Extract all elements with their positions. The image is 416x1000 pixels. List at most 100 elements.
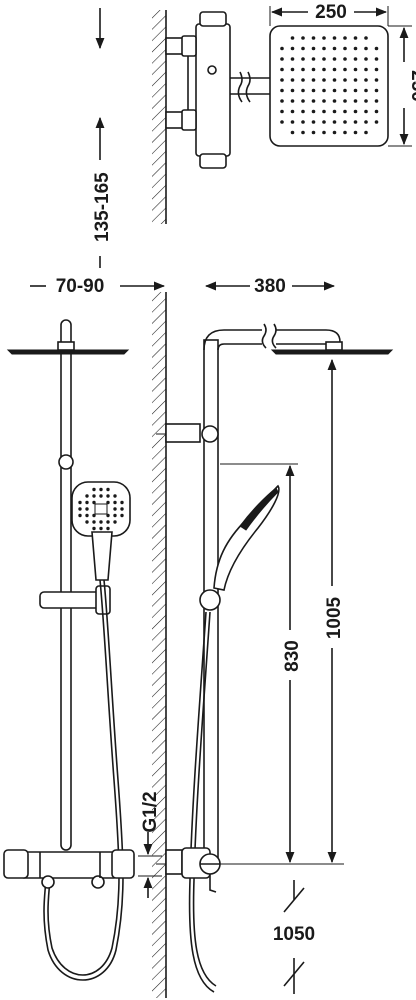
nozzle-dot — [311, 130, 316, 135]
shower-head-top-view — [269, 25, 389, 147]
nozzle-dot — [332, 57, 337, 61]
nozzle-dot — [301, 120, 305, 124]
hand-nozzle-dot — [106, 500, 110, 505]
front-hose — [43, 579, 124, 981]
wall-offset-label: 70-90 — [56, 276, 105, 297]
wall-hatch-main — [152, 292, 166, 998]
hand-nozzle-dot — [113, 507, 117, 511]
nozzle-dot — [311, 67, 316, 72]
arm-reach-label: 380 — [254, 276, 286, 297]
side-hand-shower-face — [239, 487, 279, 531]
nozzle-dot — [280, 88, 284, 93]
nozzle-dot — [290, 130, 295, 135]
side-arm-outer-2 — [276, 329, 341, 343]
nozzle-dot — [332, 88, 337, 93]
nozzle-dot — [290, 88, 295, 93]
nozzle-dot — [280, 120, 284, 124]
nozzle-dot — [343, 99, 347, 103]
nozzle-dot — [311, 78, 316, 82]
nozzle-dot — [322, 120, 326, 124]
nozzle-dot — [353, 120, 358, 124]
nozzle-dot — [311, 120, 316, 124]
front-mixer-foot-right — [91, 875, 105, 889]
nozzle-dot — [322, 99, 326, 103]
hand-nozzle-dot — [85, 500, 89, 505]
nozzle-dot — [301, 46, 305, 51]
hand-nozzle-dot — [120, 500, 124, 505]
mixer-height-label: 1050 — [273, 924, 315, 945]
nozzle-dot — [311, 109, 316, 114]
nozzle-dot — [343, 57, 347, 61]
nozzle-dot — [290, 57, 295, 61]
nozzle-dot — [280, 57, 284, 61]
nozzle-dot — [353, 36, 358, 40]
nozzle-dot — [301, 88, 305, 93]
nozzle-dot — [364, 120, 368, 124]
nozzle-dot — [301, 109, 305, 114]
nozzle-dot — [374, 99, 379, 103]
nozzle-dot — [280, 67, 284, 72]
holder-height-label: 830 — [282, 640, 303, 672]
hand-nozzle-dot — [92, 487, 96, 492]
side-head-mount — [325, 341, 343, 351]
hand-nozzle-dot — [85, 513, 89, 518]
side-wall-bracket — [165, 423, 201, 443]
front-mixer-knob-right — [111, 849, 135, 879]
nozzle-dot — [374, 46, 379, 51]
mixer-center-dot — [207, 65, 217, 75]
nozzle-dot — [290, 78, 295, 82]
nozzle-dot — [311, 46, 316, 51]
hand-nozzle-dot — [92, 500, 96, 505]
nozzle-dot — [280, 99, 284, 103]
nozzle-dot — [290, 120, 295, 124]
hand-nozzle-dot — [113, 520, 117, 524]
mixer-cap-top — [199, 11, 227, 27]
front-collar — [58, 454, 74, 470]
hand-shower-nozzles — [78, 487, 124, 531]
side-mixer-bracket — [165, 849, 183, 875]
nozzle-dot — [322, 57, 326, 61]
hand-nozzle-dot — [78, 500, 82, 505]
nozzle-dot — [364, 109, 368, 114]
nozzle-dot — [322, 78, 326, 82]
nozzle-dot — [280, 46, 284, 51]
nozzle-dot — [290, 109, 295, 114]
nozzle-dot — [332, 109, 337, 114]
nozzle-dot — [322, 88, 326, 93]
nozzle-dot — [301, 36, 305, 40]
arm-reach-dimension: 380 — [204, 276, 336, 297]
front-view — [3, 319, 135, 981]
hand-nozzle-dot — [99, 526, 103, 531]
side-arm-break — [261, 323, 267, 349]
mixer-to-head-label: 1005 — [324, 596, 345, 639]
nozzle-dot — [343, 120, 347, 124]
nozzle-dot — [280, 78, 284, 82]
wall-offset-dimension: 70-90 — [30, 276, 166, 297]
nozzle-dot — [364, 57, 368, 61]
side-arm-outer — [203, 329, 262, 351]
nozzle-dot — [353, 99, 358, 103]
nozzle-dot — [322, 36, 326, 40]
nozzle-dot — [353, 46, 358, 51]
side-bracket-ring — [201, 425, 219, 443]
nozzle-dot — [301, 67, 305, 72]
hand-nozzle-dot — [106, 526, 110, 531]
mixer-top-view — [195, 23, 231, 157]
head-width-label: 250 — [315, 2, 347, 23]
hand-nozzle-dot — [113, 500, 117, 505]
nozzle-dot — [374, 78, 379, 82]
nozzle-dot — [364, 99, 368, 103]
mixer-cap-bottom — [199, 153, 227, 169]
nozzle-dot — [322, 109, 326, 114]
thread-dimension: G1/2 — [138, 791, 162, 898]
nozzle-dot — [353, 57, 358, 61]
nozzle-dot — [343, 46, 347, 51]
nozzle-dot — [322, 130, 326, 135]
head-height-label: 250 — [407, 70, 416, 102]
nozzle-dot — [332, 67, 337, 72]
nozzle-dot — [290, 46, 295, 51]
hand-nozzle-dot — [78, 513, 82, 518]
wall-hatch-top — [152, 10, 166, 224]
hand-nozzle-dot — [78, 507, 82, 511]
